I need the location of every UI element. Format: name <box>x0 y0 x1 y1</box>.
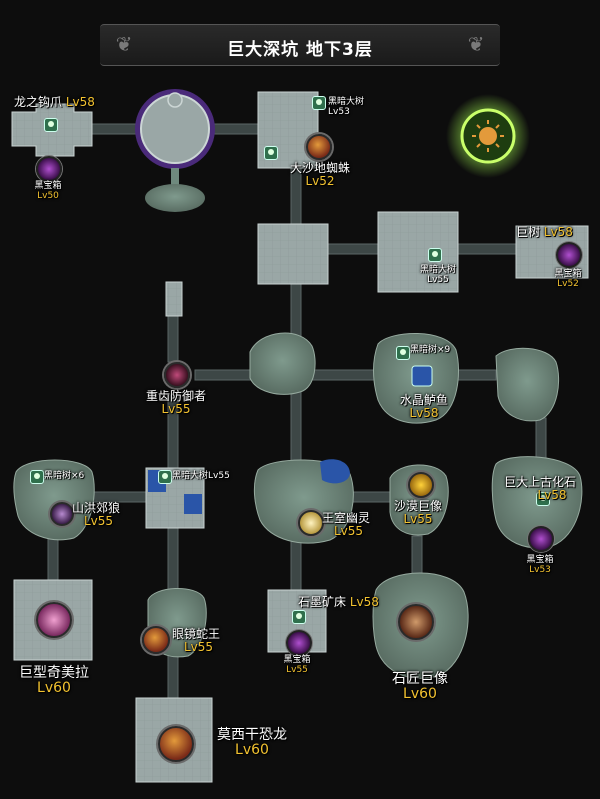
corridor <box>47 535 59 581</box>
sand-spider-boss-icon[interactable] <box>306 134 332 160</box>
label-mason-statue: 石匠巨像 Lv60 <box>392 671 448 703</box>
ornament-left-icon: ❦ <box>115 32 133 56</box>
giant-kimera-boss-icon[interactable] <box>36 602 72 638</box>
cave-defender-hall <box>249 332 316 395</box>
label-dark-tree-top: 黑暗大树 Lv53 <box>328 97 365 117</box>
dark-tree-icon[interactable] <box>30 470 44 484</box>
pools <box>148 365 433 514</box>
dark-tree-icon[interactable] <box>158 470 172 484</box>
black-chest-icon[interactable] <box>286 630 312 656</box>
label-mirror-snake: 眼镜蛇王 Lv55 <box>172 627 221 655</box>
label-giant-tree: 巨树 Lv58 <box>516 225 573 239</box>
corridor <box>167 525 179 597</box>
label-dark-tree-lv55: 黑暗大树Lv55 <box>172 471 230 481</box>
label-chest-right: 黑宝箱 Lv52 <box>554 269 582 289</box>
corridor <box>209 123 261 135</box>
cave-ghost-pool <box>320 459 350 484</box>
black-chest-icon[interactable] <box>556 242 582 268</box>
corridor <box>457 243 517 255</box>
corridor <box>167 309 179 363</box>
label-dark-tree-x6: 黑暗树×6 <box>44 471 85 481</box>
label-dark-tree-x9: 黑暗树×9 <box>410 345 451 355</box>
sun-icon <box>446 94 530 178</box>
dark-tree-icon[interactable] <box>44 118 58 132</box>
corridor <box>290 535 302 593</box>
mason-statue-boss-icon[interactable] <box>398 604 434 640</box>
label-heavy-defender: 重齿防御者 Lv55 <box>145 389 207 417</box>
black-chest-icon[interactable] <box>528 526 554 552</box>
label-crystal-piranha: 水晶鲈鱼 Lv58 <box>399 393 449 421</box>
label-mosi-dragon: 莫西干恐龙 Lv60 <box>217 727 287 759</box>
corridor <box>455 369 497 381</box>
room-small-top <box>165 281 183 317</box>
page-title: 巨大深坑 地下3层 <box>227 40 373 60</box>
label-giant-kimera: 巨型奇美拉 Lv60 <box>19 665 89 697</box>
royal-ghost-boss-icon[interactable] <box>298 510 324 536</box>
title-bar: ❦ 巨大深坑 地下3层 ❦ <box>100 24 500 66</box>
corridor <box>89 123 141 135</box>
corridor <box>535 417 547 461</box>
heavy-defender-boss-icon[interactable] <box>164 362 190 388</box>
room-dark-tree <box>377 211 459 293</box>
dark-tree-icon[interactable] <box>396 346 410 360</box>
label-royal-ghost: 王室幽灵 Lv55 <box>322 511 371 539</box>
round-chamber <box>135 89 215 212</box>
mirror-snake-boss-icon[interactable] <box>142 626 170 654</box>
room-cross <box>257 223 329 285</box>
corridor <box>194 369 254 381</box>
label-graphite-ore: 石墨矿床 Lv58 <box>298 595 379 609</box>
cave-east <box>495 347 560 422</box>
dark-tree-icon[interactable] <box>264 146 278 160</box>
ornament-right-icon: ❦ <box>467 32 485 56</box>
cave-rooms <box>13 332 583 679</box>
label-dark-tree-mid: 黑暗大树 Lv55 <box>419 265 457 285</box>
graphite-ore-icon[interactable] <box>292 610 306 624</box>
corridor <box>349 491 391 503</box>
corridor <box>311 369 381 381</box>
corridor <box>319 243 381 255</box>
corridor <box>290 391 302 463</box>
label-desert-statue: 沙漠巨像 Lv55 <box>393 499 443 527</box>
label-flood-wolf: 山洪郊狼 Lv55 <box>72 501 121 529</box>
label-sand-spider: 大沙地蜘蛛 Lv52 <box>289 161 351 189</box>
label-chest-bottom: 黑宝箱 Lv55 <box>283 655 311 675</box>
label-ancient-fossil: 巨大上古化石 Lv58 <box>503 475 577 503</box>
label-dragon-claw: 龙之钩爪 Lv58 <box>14 95 95 109</box>
label-chest-far-right: 黑宝箱 Lv53 <box>526 555 554 575</box>
dark-tree-icon[interactable] <box>428 248 442 262</box>
desert-statue-boss-icon[interactable] <box>408 472 434 498</box>
black-chest-icon[interactable] <box>36 156 62 182</box>
label-chest-tl: 黑宝箱 Lv50 <box>34 181 62 201</box>
flood-wolf-boss-icon[interactable] <box>50 502 74 526</box>
mosi-dragon-boss-icon[interactable] <box>158 726 194 762</box>
fossil-icon[interactable] <box>536 492 550 506</box>
dark-tree-icon[interactable] <box>312 96 326 110</box>
